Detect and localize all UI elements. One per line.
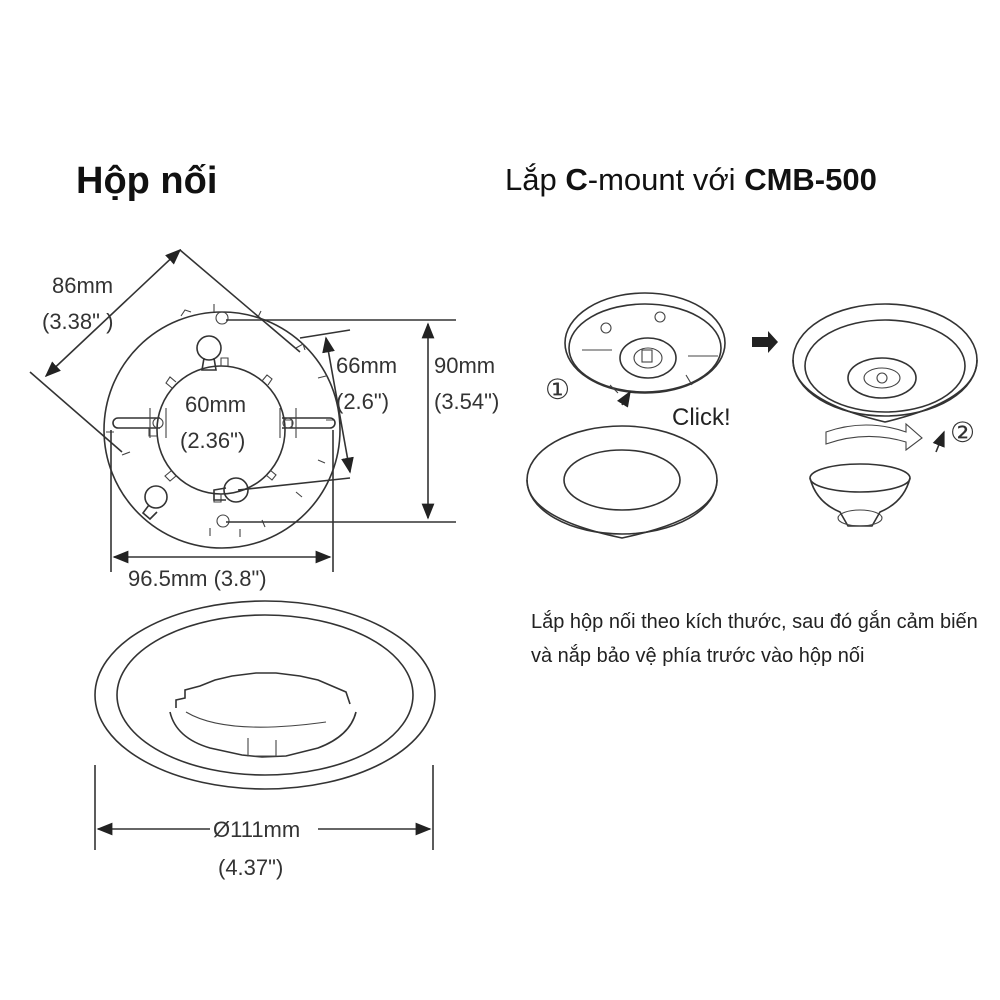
step1-badge: ① bbox=[545, 374, 571, 405]
dim-60-in: (2.36") bbox=[180, 428, 246, 453]
step1-illustration bbox=[526, 292, 726, 539]
install-title-part3: -mount với bbox=[587, 162, 736, 197]
dim-90-mm: 90mm bbox=[434, 353, 496, 378]
install-title: Lắp C-mount với CMB-500 bbox=[505, 162, 877, 198]
cover-ring-drawing bbox=[94, 600, 436, 790]
plate-dimension-lines bbox=[29, 248, 456, 572]
step2-illustration bbox=[792, 303, 978, 527]
dim-66-in: (2.6") bbox=[336, 389, 390, 414]
click-label: Click! bbox=[672, 404, 731, 431]
dim-111-in: (4.37") bbox=[218, 855, 284, 880]
install-title-part4: CMB-500 bbox=[744, 162, 877, 197]
dim-96-5: 96.5mm (3.8") bbox=[128, 566, 267, 591]
install-description: Lắp hộp nối theo kích thước, sau đó gắn … bbox=[531, 611, 978, 667]
step2-badge: ② bbox=[950, 417, 976, 448]
dim-66-mm: 66mm bbox=[336, 353, 398, 378]
junction-box-title: Hộp nối bbox=[76, 160, 218, 202]
dim-111-mm: Ø111mm bbox=[213, 817, 301, 842]
install-title-part2: C bbox=[565, 162, 588, 197]
install-title-part1: Lắp bbox=[505, 162, 557, 197]
dim-90-in: (3.54") bbox=[434, 389, 500, 414]
next-step-arrow bbox=[752, 331, 778, 353]
diameter-dimension-lines bbox=[94, 765, 434, 850]
dim-86-mm: 86mm bbox=[52, 273, 114, 298]
dim-60-mm: 60mm bbox=[185, 392, 247, 417]
dim-86-in: (3.38" ) bbox=[42, 309, 114, 334]
